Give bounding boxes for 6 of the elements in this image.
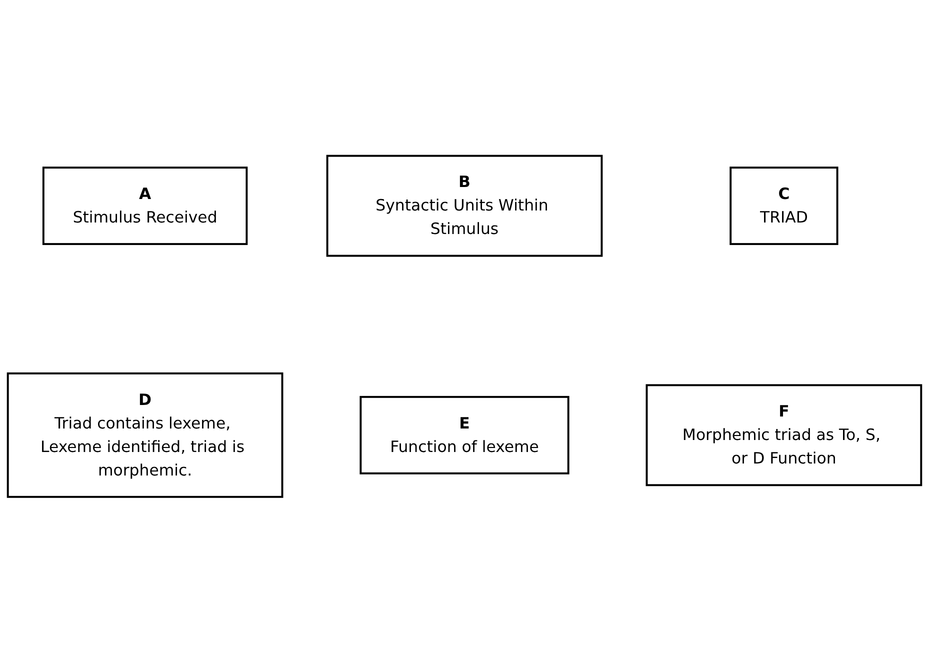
node-box: F Morphemic triad as To, S, or D Function xyxy=(646,384,922,486)
node-box: A Stimulus Received xyxy=(42,166,248,245)
node-box: B Syntactic Units Within Stimulus xyxy=(326,154,603,256)
node-box: C TRIAD xyxy=(730,166,838,245)
node-box: E Function of lexeme xyxy=(360,396,570,474)
node-box: D Triad contains lexeme, Lexeme identified, triad is morphemic. xyxy=(6,372,284,498)
